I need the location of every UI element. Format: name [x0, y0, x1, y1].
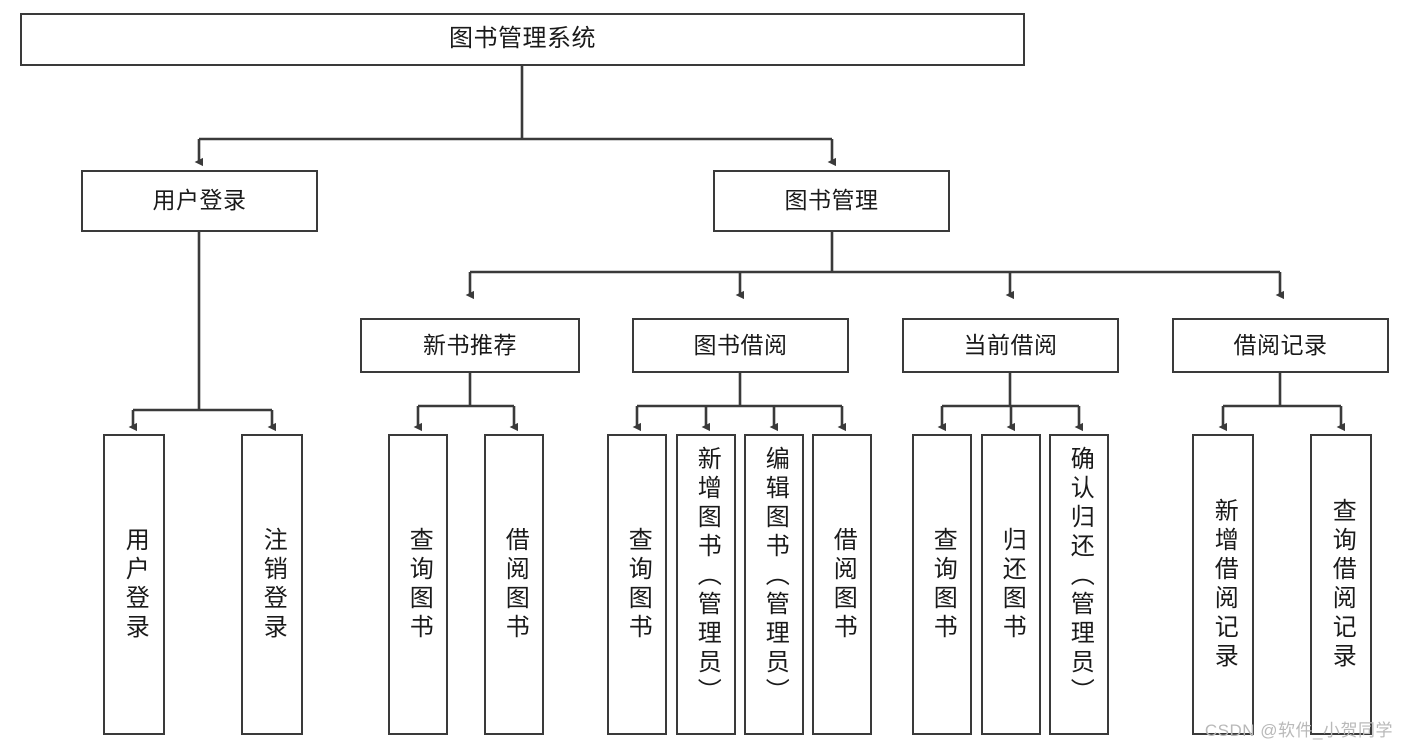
node-label: 新增借阅记录 [1210, 497, 1238, 672]
leaf-new-book-borrow-book[interactable]: 借阅图书 [484, 434, 544, 735]
leaf-book-borrow-query-book[interactable]: 查询图书 [607, 434, 667, 735]
leaf-borrow-record-query-record[interactable]: 查询借阅记录 [1310, 434, 1372, 735]
csdn-watermark: CSDN @软件_小贺同学 [1204, 721, 1393, 740]
node-borrow-record[interactable]: 借阅记录 [1172, 318, 1389, 373]
node-label: 确认归还（管理员） [1066, 446, 1094, 707]
node-label: 用户登录 [121, 526, 149, 643]
node-label: 图书管理系统 [449, 25, 596, 53]
leaf-borrow-record-add-record[interactable]: 新增借阅记录 [1192, 434, 1254, 735]
node-label: 借阅图书 [829, 526, 857, 643]
node-new-book-recommend[interactable]: 新书推荐 [360, 318, 580, 373]
node-book-management[interactable]: 图书管理 [713, 170, 950, 232]
node-label: 新书推荐 [423, 331, 517, 358]
node-label: 查询图书 [624, 526, 652, 643]
node-label: 借阅图书 [501, 526, 529, 643]
leaf-user-login-logout[interactable]: 注销登录 [241, 434, 303, 735]
node-label: 查询借阅记录 [1328, 497, 1356, 672]
leaf-user-login-login[interactable]: 用户登录 [103, 434, 165, 735]
node-label: 归还图书 [998, 526, 1026, 643]
node-user-login[interactable]: 用户登录 [81, 170, 318, 232]
leaf-book-borrow-borrow-book[interactable]: 借阅图书 [812, 434, 872, 735]
node-current-borrow[interactable]: 当前借阅 [902, 318, 1119, 373]
node-label: 查询图书 [405, 526, 433, 643]
node-label: 注销登录 [259, 526, 287, 643]
node-label: 图书借阅 [693, 331, 788, 358]
node-label: 新增图书（管理员） [693, 446, 721, 707]
leaf-book-borrow-edit-book-admin[interactable]: 编辑图书（管理员） [744, 434, 804, 735]
node-label: 编辑图书（管理员） [761, 446, 789, 707]
leaf-current-borrow-confirm-return-admin[interactable]: 确认归还（管理员） [1049, 434, 1109, 735]
node-label: 查询图书 [929, 526, 957, 643]
leaf-book-borrow-add-book-admin[interactable]: 新增图书（管理员） [676, 434, 736, 735]
node-label: 当前借阅 [963, 331, 1058, 358]
node-root-book-management-system[interactable]: 图书管理系统 [20, 13, 1025, 66]
node-book-borrow[interactable]: 图书借阅 [632, 318, 849, 373]
node-label: 图书管理 [784, 187, 879, 214]
leaf-current-borrow-query-book[interactable]: 查询图书 [912, 434, 972, 735]
leaf-new-book-query-book[interactable]: 查询图书 [388, 434, 448, 735]
node-label: 借阅记录 [1233, 331, 1328, 358]
leaf-current-borrow-return-book[interactable]: 归还图书 [981, 434, 1041, 735]
node-label: 用户登录 [152, 187, 247, 214]
